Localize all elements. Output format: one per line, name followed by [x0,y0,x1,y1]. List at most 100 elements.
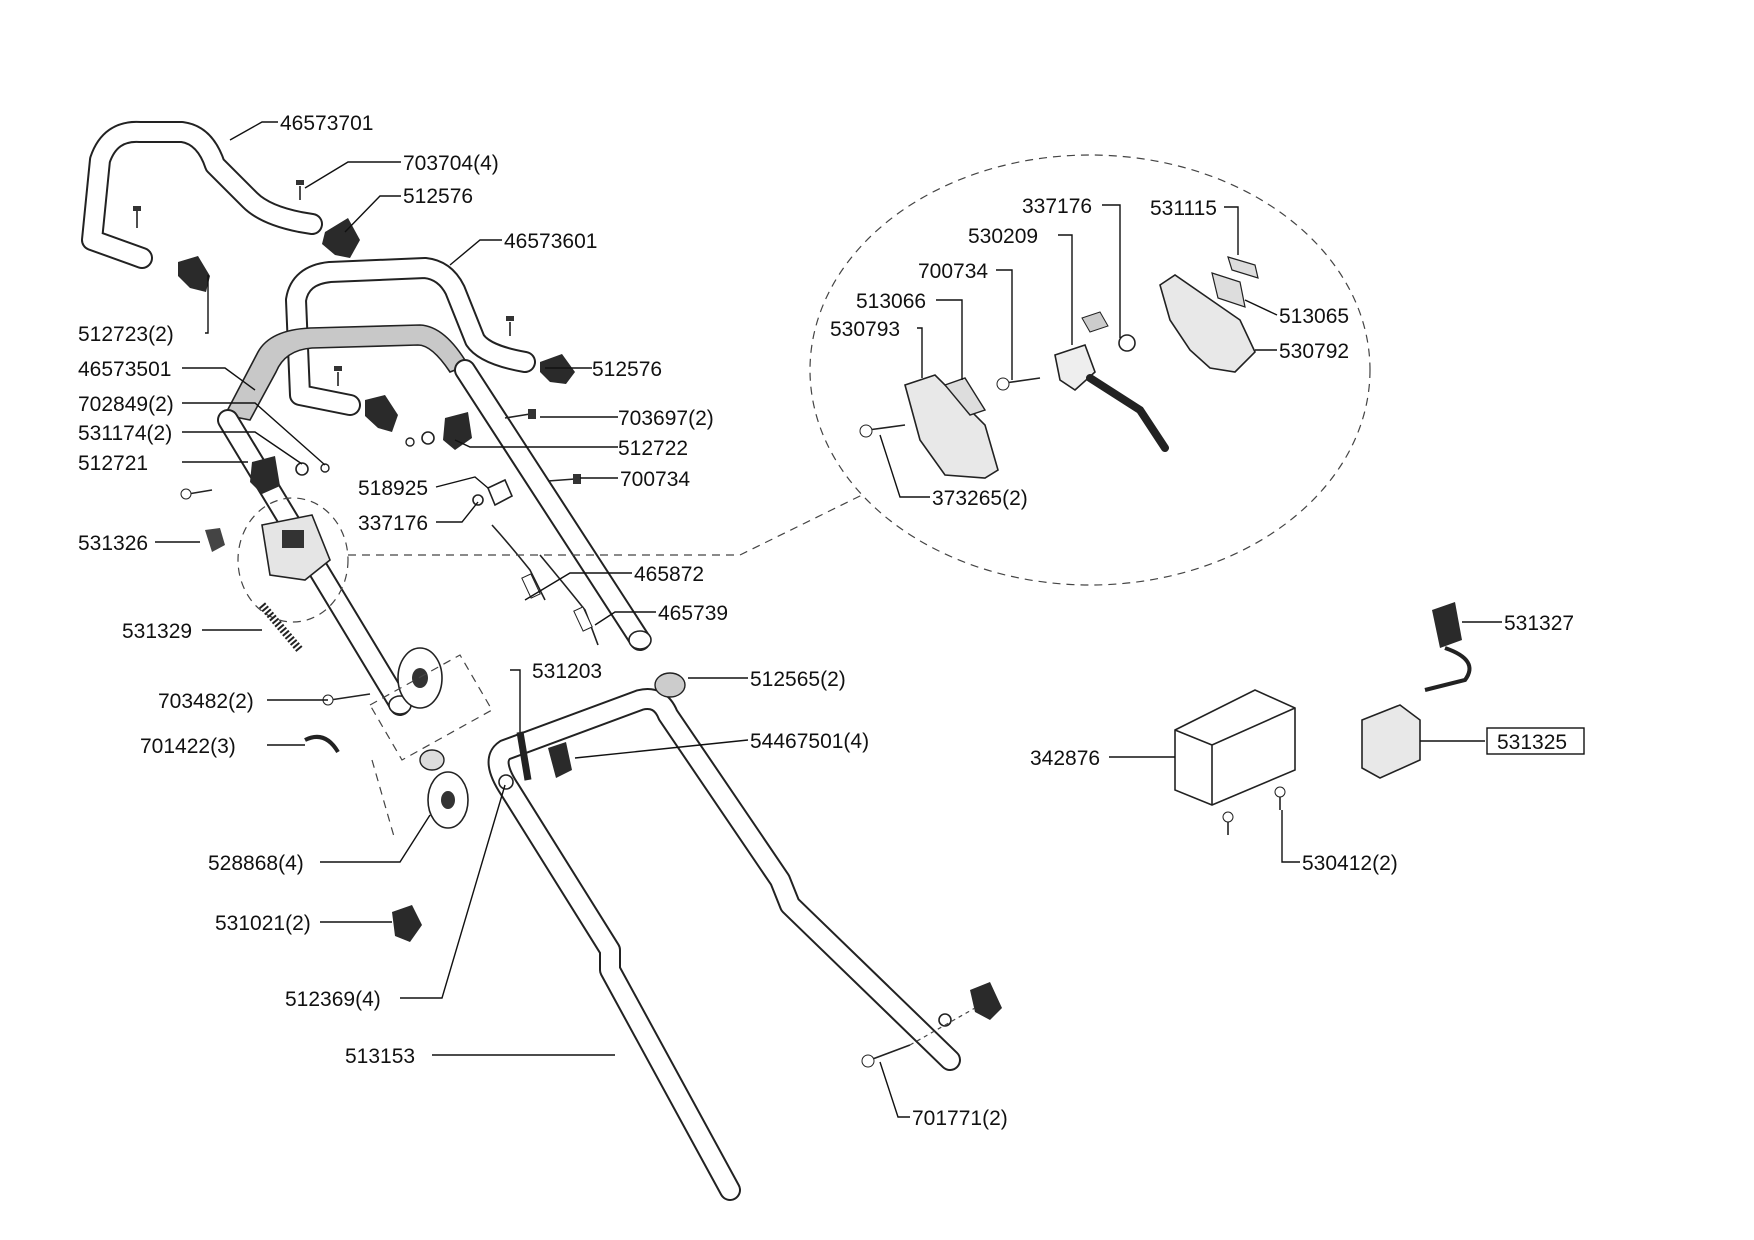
label-703697: 703697(2) [618,407,714,430]
rod-531203 [516,731,532,781]
cable-465872 [491,524,546,601]
label-512576-a: 512576 [403,185,473,208]
bolt-700734 [547,474,581,484]
label-512723: 512723(2) [78,323,174,346]
control-lever-531326-area [237,497,349,623]
plug-512565 [654,672,686,698]
adjuster-wheel-528868-b [427,771,469,829]
clamp-512721 [250,456,280,494]
bolt-700734-detail [996,377,1041,391]
washer-lower-right [938,1013,952,1027]
pad-513066 [943,377,987,416]
label-337176: 337176 [358,512,428,535]
plug-512565-small [419,749,445,771]
bolt-703697-a [504,409,536,419]
screw-530412-a [1222,811,1234,835]
label-528868: 528868(4) [208,852,304,875]
label-465739: 465739 [658,602,728,625]
label-700734: 700734 [620,468,690,491]
label-531325: 531325 [1497,731,1567,754]
label-530793: 530793 [830,318,900,341]
label-54467501: 54467501(4) [750,730,869,753]
knob-512723-b [365,395,398,432]
label-46573501: 46573501 [78,358,171,381]
label-531174: 531174(2) [78,422,172,445]
knob-531021 [392,905,422,942]
screw-703704-a [133,206,141,228]
screw-530412-b [1274,786,1286,810]
middle-handle-bar [285,257,536,416]
label-531021: 531021(2) [215,912,311,935]
label-373265: 373265(2) [932,487,1028,510]
label-531115: 531115 [1150,197,1217,220]
screw-373265 [859,424,906,438]
lever-knob [1081,311,1109,333]
lever-arm-530209 [1086,374,1169,452]
detail-ellipse [348,154,1371,586]
knob-512576-right [540,354,575,384]
knob-512723 [178,256,210,292]
label-337176-detail: 337176 [1022,195,1092,218]
strip-513065 [1211,272,1246,308]
bolt-701771 [861,1044,911,1068]
lever-530209 [1054,343,1096,392]
label-512576-b: 512576 [592,358,662,381]
switch-531326 [205,528,225,552]
connector-531325 [1361,704,1421,779]
strip-531115 [1227,256,1259,279]
housing-530793 [904,374,999,479]
knob-lower-right [970,982,1002,1020]
label-box-531325 [1486,727,1585,755]
top-handle-bar [81,120,323,269]
screw-703704-c [506,316,514,336]
label-465872: 465872 [634,563,704,586]
right-upper-tube [454,359,652,651]
bracket-518925 [486,478,514,507]
clip-701422 [304,735,340,754]
cover-530792 [1159,274,1256,373]
label-700734-detail: 700734 [918,260,988,283]
part-labels: 46573701 703704(4) 512576 46573601 51272… [78,112,1585,1130]
label-512369: 512369(4) [285,988,381,1011]
screw-703704-b [296,180,304,200]
label-701422: 701422(3) [140,735,236,758]
label-701771: 701771(2) [912,1107,1008,1130]
label-531203: 531203 [532,660,602,683]
cable-465739 [539,554,599,646]
label-531329: 531329 [122,620,192,643]
adjuster-wheel-528868-a [397,647,443,709]
label-530792: 530792 [1279,340,1349,363]
label-531327: 531327 [1504,612,1574,635]
nut-337176-detail [1118,334,1136,352]
label-530209: 530209 [968,225,1038,248]
bolt-703482 [322,693,371,706]
nut-702849-b [320,463,330,473]
leader-lines [155,121,1502,1118]
label-518925: 518925 [358,477,428,500]
spring-531329 [258,602,304,653]
label-513065: 513065 [1279,305,1349,328]
label-703704: 703704(4) [403,152,499,175]
nut-337176 [472,494,484,506]
battery-342876 [1174,689,1296,806]
label-342876: 342876 [1030,747,1100,770]
nut-702849-a [405,437,415,447]
clamp-512722 [443,412,472,450]
bolt-703697-b [180,488,213,500]
knob-512576-top [322,218,360,258]
label-512722: 512722 [618,437,688,460]
label-512721: 512721 [78,452,148,475]
label-513066: 513066 [856,290,926,313]
washer-512369 [498,774,514,790]
label-512565: 512565(2) [750,668,846,691]
label-46573601: 46573601 [504,230,597,253]
charger-531327 [1432,602,1462,648]
label-703482: 703482(2) [158,690,254,713]
washer-531174-b [295,462,309,476]
screw-703704-d [334,366,342,386]
washer-531174-a [421,431,435,445]
label-531326: 531326 [78,532,148,555]
label-46573701: 46573701 [280,112,373,135]
charger-cable [1424,646,1472,692]
